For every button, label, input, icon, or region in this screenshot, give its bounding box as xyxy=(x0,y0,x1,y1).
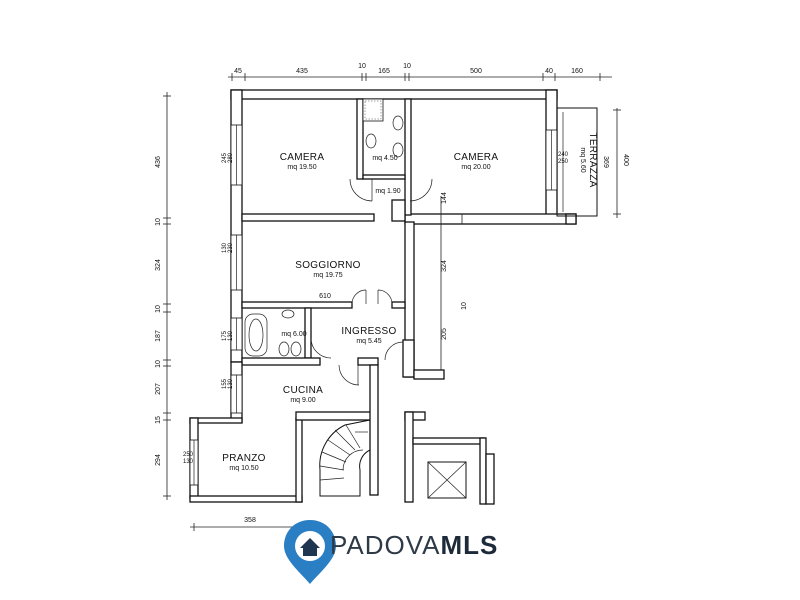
small-dimensions: 245 280 130 230 175 130 155 130 250 130 … xyxy=(183,152,569,465)
terrace xyxy=(556,107,598,217)
logo: PADOVAMLS xyxy=(330,530,498,560)
house-icon xyxy=(300,538,320,556)
elevator-icon xyxy=(427,461,467,499)
logo-mls-text: MLS xyxy=(440,530,499,560)
doors xyxy=(310,178,433,386)
dim-window-right-1: 240 xyxy=(558,152,569,158)
dim-top-4: 165 xyxy=(378,68,390,75)
dim-inner-144: 144 xyxy=(441,192,448,204)
dim-inner-205: 205 xyxy=(441,328,448,340)
room-pranzo-area: mq 10.50 xyxy=(229,465,258,472)
dim-top-3: 10 xyxy=(358,63,366,70)
dim-left-5: 187 xyxy=(155,330,162,342)
dim-top-2: 435 xyxy=(296,68,308,75)
dim-left-8: 15 xyxy=(155,416,162,424)
dim-top-5: 10 xyxy=(403,63,411,70)
dim-window-10: 130 xyxy=(183,459,194,465)
bottom-dimension-line: 358 xyxy=(190,517,302,531)
dim-left-1: 436 xyxy=(155,156,162,168)
dim-window-5: 175 xyxy=(222,330,228,341)
room-ingresso-area: mq 5.45 xyxy=(356,338,381,345)
room-bath-1-area: mq 4.50 xyxy=(372,155,397,162)
dim-window-right-2: 250 xyxy=(558,159,569,165)
dim-window-7: 155 xyxy=(222,378,228,389)
dim-top-8: 160 xyxy=(571,68,583,75)
dim-bottom: 358 xyxy=(244,517,256,524)
room-bath-2-area: mq 6.00 xyxy=(281,331,306,338)
left-dimension-line: 436 10 324 10 187 10 207 15 294 xyxy=(155,92,171,500)
logo-padova-text: PADOVA xyxy=(330,530,441,560)
dim-right-outer-2: 400 xyxy=(622,154,629,166)
room-terrazza-name: TERRAZZA xyxy=(587,132,598,187)
room-pranzo-name: PRANZO xyxy=(222,453,265,464)
dim-left-9: 294 xyxy=(155,454,162,466)
room-terrazza-area: mq 5.60 xyxy=(579,147,586,172)
logo-pin-icon xyxy=(284,520,336,584)
room-cucina-name: CUCINA xyxy=(283,385,323,396)
dim-top-7: 40 xyxy=(545,68,553,75)
dim-window-2: 280 xyxy=(228,152,234,163)
right-dimension-line: 400 369 xyxy=(602,108,629,218)
dim-inner-610: 610 xyxy=(319,293,331,300)
dim-window-3: 130 xyxy=(222,242,228,253)
spiral-staircase xyxy=(319,419,371,497)
fixtures xyxy=(244,98,404,357)
room-camera-1-name: CAMERA xyxy=(280,152,325,163)
dim-left-7: 207 xyxy=(155,383,162,395)
room-camera-1-area: mq 19.50 xyxy=(287,164,316,171)
dim-inner-324: 324 xyxy=(441,260,448,272)
room-camera-2-name: CAMERA xyxy=(454,152,499,163)
dim-left-3: 324 xyxy=(155,259,162,271)
top-dimension-line: 45 435 10 165 10 500 40 160 xyxy=(228,63,612,81)
dim-left-2: 10 xyxy=(155,218,162,226)
room-hall-area: mq 1.90 xyxy=(375,188,400,195)
room-cucina-area: mq 9.00 xyxy=(290,397,315,404)
dim-window-1: 245 xyxy=(222,152,228,163)
dim-window-9: 250 xyxy=(183,452,194,458)
walls xyxy=(189,89,577,505)
dim-top-1: 45 xyxy=(234,68,242,75)
room-soggiorno-name: SOGGIORNO xyxy=(295,260,360,271)
dim-window-8: 130 xyxy=(228,378,234,389)
dim-window-4: 230 xyxy=(228,242,234,253)
dim-left-6: 10 xyxy=(155,360,162,368)
dim-right-outer-1: 369 xyxy=(602,156,609,168)
room-camera-2-area: mq 20.00 xyxy=(461,164,490,171)
dim-inner-10: 10 xyxy=(461,302,468,310)
room-labels: CAMERA mq 19.50 mq 4.50 CAMERA mq 20.00 … xyxy=(222,132,598,472)
room-soggiorno-area: mq 19.75 xyxy=(313,272,342,279)
room-ingresso-name: INGRESSO xyxy=(341,326,396,337)
dim-left-4: 10 xyxy=(155,305,162,313)
dim-window-6: 130 xyxy=(228,330,234,341)
dim-top-6: 500 xyxy=(470,68,482,75)
